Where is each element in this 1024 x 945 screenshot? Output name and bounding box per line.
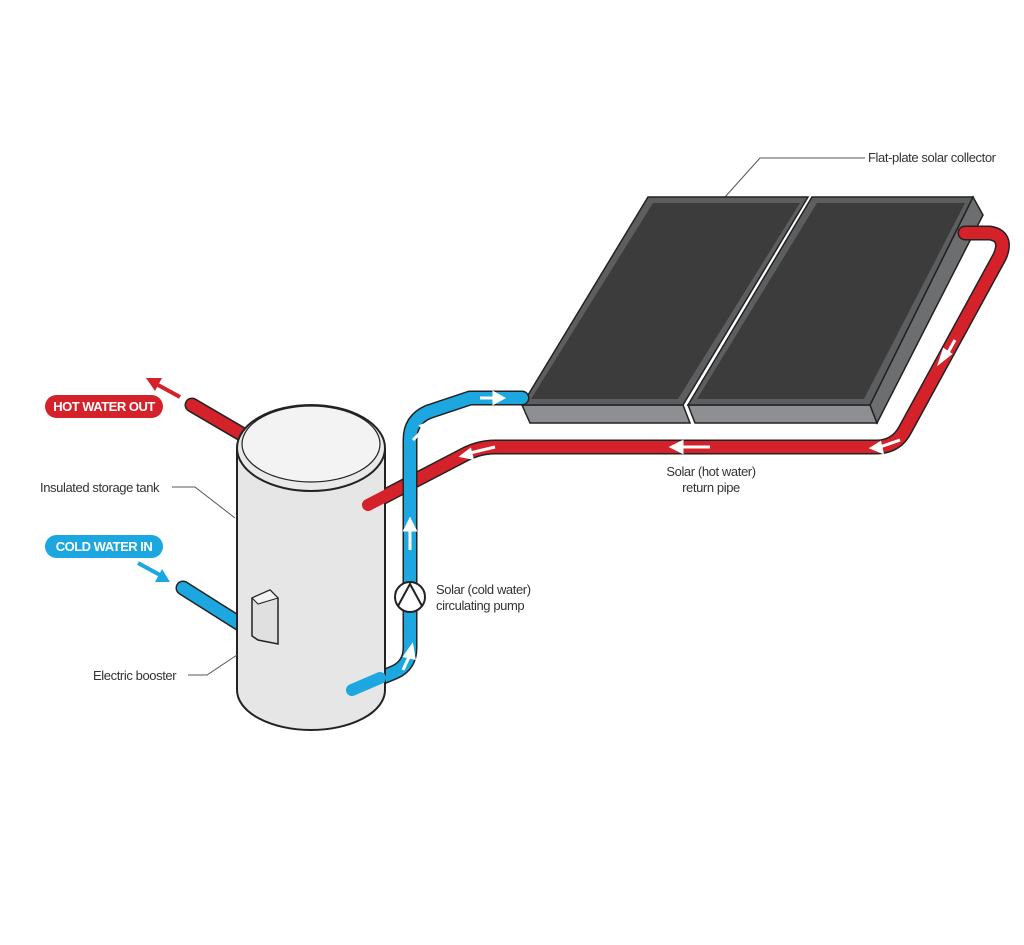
hot-water-out-arrow-icon [146, 378, 181, 399]
cold-water-in-label: COLD WATER IN [56, 539, 153, 554]
pump-label-line2: circulating pump [436, 598, 524, 613]
return-pipe-label-line2: return pipe [682, 480, 740, 495]
tank-label: Insulated storage tank [40, 480, 160, 495]
solar-panel-left [520, 196, 810, 424]
cold-water-in-arrow-icon [137, 561, 170, 582]
flat-plate-solar-collector [520, 195, 984, 425]
return-pipe-label-line1: Solar (hot water) [666, 464, 755, 479]
pump-label-line1: Solar (cold water) [436, 582, 531, 597]
flow-arrows-cold [401, 390, 507, 671]
tank-leader-line [172, 486, 236, 519]
solar-cold-water-pipe [344, 390, 530, 698]
solar-hot-water-return-pipe [360, 225, 1010, 513]
flow-arrows-hot [458, 339, 957, 460]
hot-water-out-badge: HOT WATER OUT [45, 395, 163, 418]
cold-water-in-badge: COLD WATER IN [45, 535, 163, 558]
insulated-storage-tank [236, 404, 386, 731]
collector-label: Flat-plate solar collector [868, 150, 997, 165]
circulating-pump-icon [394, 581, 426, 613]
electric-booster-icon [251, 589, 279, 645]
hot-water-out-label: HOT WATER OUT [53, 399, 155, 414]
booster-label: Electric booster [93, 668, 177, 683]
booster-leader-line [188, 654, 238, 676]
solar-panel-right [686, 195, 984, 425]
collector-leader-line [724, 157, 865, 198]
